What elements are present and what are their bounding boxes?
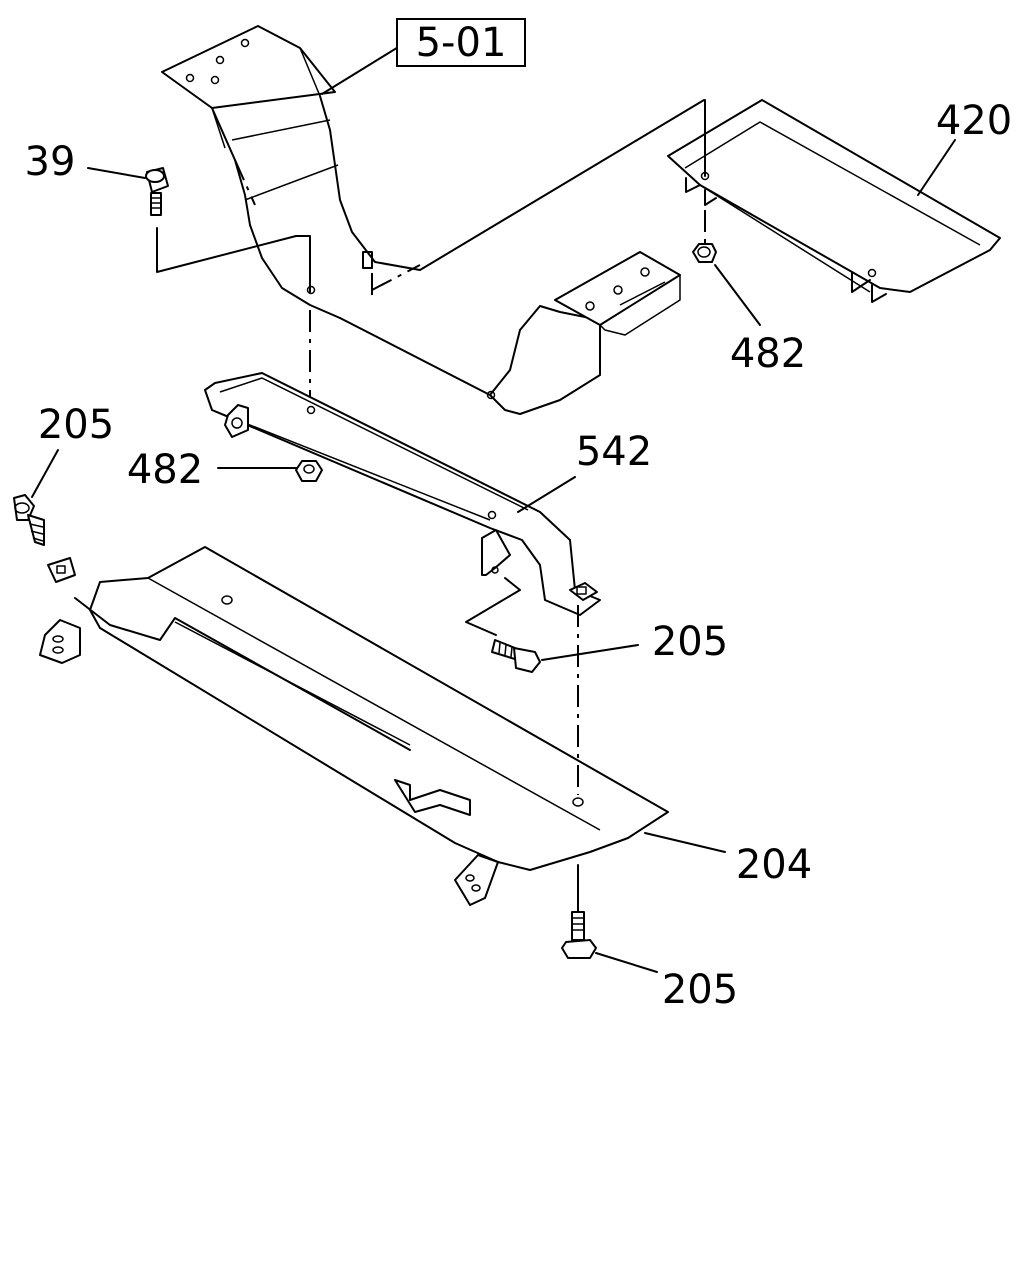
frame-crossmember [161, 25, 705, 415]
reference-box-5-01: 5-01 [396, 18, 526, 67]
bolt-205-mid [491, 639, 541, 673]
callout-420: 420 [936, 98, 1012, 144]
nut-482-right [692, 243, 717, 263]
bolt-205-bottom [561, 911, 597, 959]
callout-482-right: 482 [730, 331, 806, 377]
skid-plate-204 [39, 546, 669, 913]
nut-482-left [295, 460, 323, 482]
callout-205-bottom: 205 [662, 967, 738, 1013]
callout-542: 542 [576, 429, 652, 475]
callout-205-mid: 205 [652, 619, 728, 665]
callout-204: 204 [736, 842, 812, 888]
callout-39: 39 [25, 139, 76, 185]
reference-label: 5-01 [416, 20, 507, 66]
bolt-205-top-left [13, 494, 76, 583]
leader-lines [31, 45, 956, 973]
bolt-39 [145, 167, 311, 400]
bracket-542 [204, 372, 601, 636]
callout-482-left: 482 [127, 447, 203, 493]
callout-205-top-left: 205 [38, 402, 114, 448]
skid-plate-420 [667, 99, 1001, 303]
